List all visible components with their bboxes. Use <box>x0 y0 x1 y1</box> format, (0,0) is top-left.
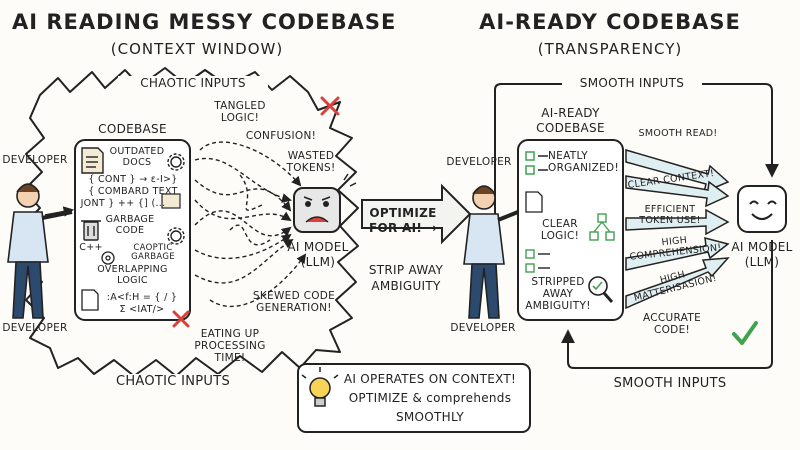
garbage-code-label: GARBAGE CODE <box>105 214 155 236</box>
red-x-icon <box>172 96 340 328</box>
code-cpp: C++ <box>79 242 103 253</box>
left-ai-model-label: AI MODEL (LLM) <box>287 240 349 269</box>
lightbulb-icon <box>301 367 339 407</box>
code-snippet-3: JONT } ++ {] (... <box>80 198 166 209</box>
code-snippet-2: { COMBARD TEXT <box>88 186 178 197</box>
smooth-inputs-top: SMOOTH INPUTS <box>562 76 702 90</box>
smooth-read-label: SMOOTH READ! <box>638 128 718 139</box>
file-icon <box>81 289 99 311</box>
chaotic-inputs-bottom: CHAOTIC INPUTS <box>98 374 248 389</box>
outdated-docs-label: OUTDATED DOCS <box>109 146 165 168</box>
smooth-loop-bottom <box>561 240 773 369</box>
overlapping-logic-label: OVERLAPPING LOGIC <box>97 264 168 286</box>
smooth-inputs-bottom: SMOOTH INPUTS <box>613 376 727 391</box>
footer-line-3: SMOOTHLY <box>395 410 465 424</box>
strip-ambiguity-label: STRIP AWAY AMBIGUITY <box>368 263 444 293</box>
code-block-icon <box>161 193 181 209</box>
stripped-ambiguity-label: STRIPPED AWAY AMBIGUITY! <box>525 276 591 312</box>
code-file-icon <box>525 191 543 213</box>
pointing-arrow <box>44 206 75 217</box>
biohazard-icon <box>101 251 115 265</box>
chaotic-garbage-label: CAOPTIC GARBAGE <box>131 243 175 262</box>
callout-skewed-code: SKEWED CODE GENERATION! <box>252 290 336 314</box>
list-icon <box>525 249 550 273</box>
developer-label-left-bottom: DEVELOPER <box>2 322 68 334</box>
callout-wasted-tokens: WASTED TOKENS! <box>286 150 336 174</box>
tangled-arrows <box>194 141 307 308</box>
right-ai-model-label: AI MODEL (LLM) <box>731 240 793 269</box>
developer-label-left-top: DEVELOPER <box>2 154 68 166</box>
happy-ai-model-icon <box>737 185 787 233</box>
smooth-arrows <box>625 148 730 310</box>
right-title: AI-READY CODEBASE <box>479 10 741 34</box>
code-snippet-5: Σ <IAT/> <box>119 304 165 315</box>
document-icon <box>81 147 104 174</box>
neatly-organized-label: NEATLY ORGANIZED! <box>548 150 619 174</box>
chaotic-inputs-top: CHAOTIC INPUTS <box>118 76 268 90</box>
developer-label-right-bottom: DEVELOPER <box>450 322 516 334</box>
developer-figure-left <box>7 183 73 319</box>
left-title: AI READING MESSY CODEBASE <box>12 10 397 34</box>
trash-icon <box>81 220 101 241</box>
codebase-title-left: CODEBASE <box>98 122 167 136</box>
optimize-arrow <box>361 183 472 245</box>
optimize-label: OPTIMIZE FOR AI! → <box>369 206 437 235</box>
right-subtitle: (TRANSPARENCY) <box>537 40 683 58</box>
gear-icon <box>167 153 185 245</box>
clear-logic-label: CLEAR LOGIC! <box>540 218 580 242</box>
checklist-icon <box>525 151 548 175</box>
left-subtitle: (CONTEXT WINDOW) <box>110 40 284 58</box>
developer-label-right-top: DEVELOPER <box>446 156 512 168</box>
code-snippet-1: { CONT } → ε-I>} <box>88 174 178 185</box>
callout-eating-time: EATING UP PROCESSING TIME! <box>194 328 266 364</box>
footer-callout-box <box>297 363 531 433</box>
developer-figure-right <box>463 185 519 319</box>
footer-line-1: AI OPERATES ON CONTEXT! <box>343 372 517 386</box>
callout-tangled-logic: TANGLED LOGIC! <box>214 100 266 124</box>
flowchart-icon <box>589 213 615 241</box>
ai-ready-codebase-title: AI-READY CODEBASE <box>518 106 623 136</box>
stressed-ai-model-icon <box>293 173 357 233</box>
efficient-token-label: EFFICIENT TOKEN USE! <box>639 204 701 226</box>
footer-line-2: OPTIMIZE & comprehends <box>348 391 512 405</box>
ai-ready-codebase-box <box>517 139 624 321</box>
accurate-code-label: ACCURATE CODE! <box>642 312 702 336</box>
callout-confusion: CONFUSION! <box>245 130 317 142</box>
green-check-icon <box>732 321 758 345</box>
messy-codebase-box <box>74 139 191 321</box>
magnifier-check-icon <box>588 276 614 303</box>
code-snippet-4: :A<f:H = { / } <box>106 292 178 303</box>
